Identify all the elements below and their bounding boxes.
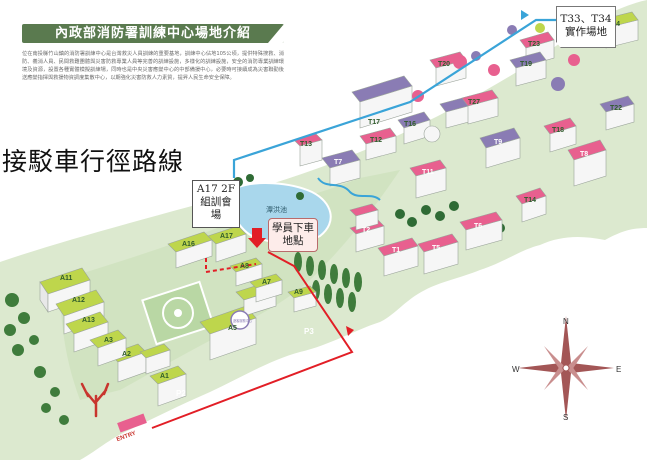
building-a3 — [89, 329, 127, 367]
label-t2: T2 — [362, 227, 370, 234]
building-t6 — [459, 211, 503, 251]
label-t8: T8 — [580, 151, 588, 158]
building-a16 — [167, 231, 213, 269]
building-a8 — [229, 257, 263, 287]
callout-a17-line1: A17 2F — [196, 183, 236, 195]
callout-t33-line1: T33、T34 — [560, 13, 612, 25]
route-arrow-blue — [521, 10, 529, 20]
main-gate — [117, 413, 147, 433]
label-p2: P2 — [176, 389, 186, 398]
label-a13: A13 — [82, 317, 95, 324]
intro-paragraph: 位在南投縣竹山鎮的消防署訓練中心是台灣救災人員訓練的重要基地，訓練中心佔地105… — [22, 51, 284, 81]
callout-a17-line3: 場 — [210, 209, 222, 221]
route-title: 接駁車行徑路線 — [2, 147, 185, 176]
building-t13 — [293, 133, 323, 167]
label-a1: A1 — [160, 373, 169, 380]
compass-s: S — [563, 413, 568, 422]
label-a9: A9 — [294, 289, 303, 296]
building-t5 — [417, 233, 459, 275]
building-t22 — [599, 95, 635, 131]
label-t12: T12 — [370, 137, 382, 144]
callout-a17-line2: 組訓會 — [200, 196, 232, 208]
label-a12: A12 — [72, 297, 85, 304]
label-a17: A17 — [220, 233, 233, 240]
label-t9: T9 — [494, 139, 502, 146]
label-t13: T13 — [300, 141, 312, 148]
central-plaza — [141, 280, 215, 346]
label-t11: T11 — [422, 169, 434, 176]
label-t16: T16 — [404, 121, 416, 128]
label-a7: A7 — [262, 279, 271, 286]
label-a16: A16 — [182, 241, 195, 248]
callout-dropoff-line2: 地點 — [282, 235, 304, 247]
label-a5: A5 — [228, 325, 237, 332]
building-t11 — [409, 159, 447, 199]
compass-rose — [518, 316, 614, 420]
info-label: 遊客服務中心 — [233, 318, 253, 323]
building-a13 — [65, 311, 109, 353]
label-t18: T18 — [552, 127, 564, 134]
label-t23: T23 — [528, 41, 540, 48]
building-a17 — [207, 225, 247, 263]
label-t7: T7 — [334, 159, 342, 166]
forest-left — [4, 293, 69, 425]
building-a7 — [249, 273, 283, 303]
building-t1 — [377, 237, 419, 277]
label-t17: T17 — [368, 119, 380, 126]
building-labels: A11 A12 A13 A16 A17 A1 A2 A3 A5 A7 A8 A9… — [60, 21, 622, 380]
label-t5: T5 — [432, 245, 440, 252]
label-a8: A8 — [240, 263, 249, 270]
building-t9 — [479, 127, 521, 169]
building-t14 — [515, 187, 547, 223]
callout-t33-line2: 實作場地 — [565, 26, 607, 38]
building-a1 — [149, 365, 187, 407]
compass-w: W — [512, 365, 520, 374]
label-t6: T6 — [474, 223, 482, 230]
compass-n: N — [563, 317, 569, 326]
route-wave — [317, 177, 381, 201]
callout-a17: A17 2F 組訓會 場 — [192, 180, 240, 228]
building-t19 — [509, 51, 547, 87]
label-a11: A11 — [60, 275, 73, 282]
compass-letters: N S W E — [512, 317, 621, 422]
coral-sculpture — [80, 382, 110, 418]
building-t27 — [461, 89, 499, 125]
building-t16 — [397, 111, 431, 145]
building-t12 — [359, 127, 397, 161]
compass-e: E — [616, 365, 621, 374]
callout-dropoff-line1: 學員下車 — [272, 222, 314, 234]
page-title: 內政部消防署訓練中心場地介紹 — [22, 24, 284, 43]
building-a4 — [139, 343, 171, 375]
lake-label: 潭洪池 — [266, 205, 287, 214]
callout-dropoff: 學員下車 地點 — [268, 218, 318, 252]
shuttle-route-blue — [232, 18, 556, 178]
shuttle-route-red-inner — [205, 258, 257, 274]
building-t7 — [321, 149, 361, 187]
buildings-t — [293, 11, 639, 277]
label-t27: T27 — [468, 99, 480, 106]
label-p3: P3 — [304, 327, 314, 336]
road-labels: P1 P2 P3 — [176, 327, 314, 416]
building-t3 — [349, 203, 379, 231]
route-arrow-red — [248, 228, 266, 248]
info-kiosk-icon — [230, 310, 250, 330]
label-t14: T14 — [524, 197, 536, 204]
label-a2: A2 — [122, 351, 131, 358]
label-t1: T1 — [392, 247, 400, 254]
building-t18 — [543, 117, 577, 153]
building-t17 — [351, 75, 413, 129]
label-t20: T20 — [438, 61, 450, 68]
label-t22: T22 — [610, 105, 622, 112]
callout-t33-t34: T33、T34 實作場地 — [556, 6, 616, 48]
building-t8 — [567, 139, 607, 187]
label-t19: T19 — [520, 61, 532, 68]
label-a3: A3 — [104, 337, 113, 344]
route-arrow-red-2 — [346, 326, 354, 336]
label-p1: P1 — [222, 407, 232, 416]
shuttle-route-red-outer — [151, 251, 354, 429]
